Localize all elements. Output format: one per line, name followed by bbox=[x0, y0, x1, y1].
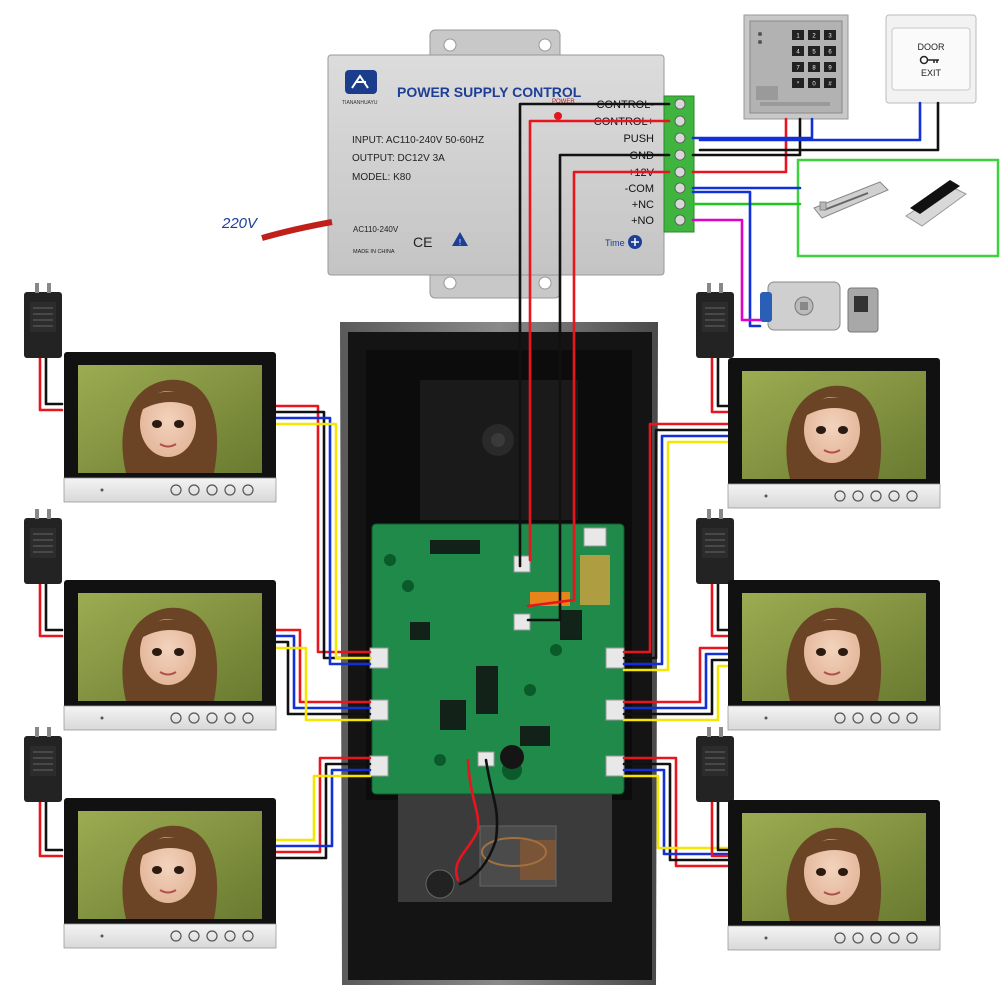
indoor-monitor bbox=[63, 797, 277, 949]
power-adapter-icon bbox=[695, 508, 735, 585]
time-label: Time bbox=[605, 238, 625, 248]
electric-rim-lock bbox=[760, 281, 879, 333]
power-adapter-icon bbox=[695, 726, 735, 803]
brand-logo bbox=[345, 70, 377, 94]
terminal-label: -COM bbox=[625, 183, 654, 195]
indoor-monitor bbox=[727, 357, 941, 509]
indoor-monitor bbox=[727, 799, 941, 951]
outdoor-station-panel bbox=[340, 322, 658, 985]
power-supply-title: POWER SUPPLY CONTROL bbox=[397, 84, 582, 100]
exit-button: DOOR EXIT bbox=[885, 14, 977, 104]
terminal-label: +NC bbox=[632, 199, 654, 211]
keypad-key: 4 bbox=[796, 50, 800, 56]
keypad-key: 1 bbox=[796, 34, 800, 40]
indoor-monitor bbox=[63, 351, 277, 503]
mains-cable bbox=[261, 219, 333, 241]
keypad-leds bbox=[758, 32, 762, 44]
magnetic-lock bbox=[905, 180, 967, 227]
warning-icon bbox=[452, 232, 468, 246]
power-led-label: POWER bbox=[552, 99, 575, 105]
lock-options-box bbox=[796, 158, 1000, 258]
access-keypad: 1 2 3 4 5 6 7 8 9 * 0 # bbox=[743, 14, 849, 120]
keypad-key: 7 bbox=[796, 66, 800, 72]
power-adapter-icon bbox=[23, 282, 63, 359]
keypad-key: * bbox=[797, 82, 800, 88]
exit-button-line1: DOOR bbox=[918, 42, 946, 52]
keypad-keys bbox=[792, 30, 836, 88]
pcb-connectors bbox=[369, 527, 625, 777]
keypad-key: 0 bbox=[812, 82, 816, 88]
output-spec: OUTPUT: DC12V 3A bbox=[352, 153, 445, 164]
ac-range-label: AC110-240V bbox=[353, 225, 399, 234]
brand-name: TIANANHUAYU bbox=[342, 100, 378, 106]
power-led bbox=[554, 112, 562, 120]
keypad-key: # bbox=[828, 82, 832, 88]
power-adapter-icon bbox=[695, 282, 735, 359]
ce-mark: CE bbox=[413, 234, 432, 250]
indoor-monitor bbox=[63, 579, 277, 731]
terminal-label: +NO bbox=[631, 215, 654, 227]
power-adapter-icon bbox=[23, 508, 63, 585]
indoor-monitor bbox=[727, 579, 941, 731]
svg-text:!: ! bbox=[459, 238, 461, 247]
input-spec: INPUT: AC110-240V 50-60HZ bbox=[352, 135, 484, 146]
keypad-key: 3 bbox=[828, 34, 832, 40]
terminal-label: PUSH bbox=[623, 133, 654, 145]
key-icon bbox=[919, 55, 939, 65]
mains-voltage-label: 220V bbox=[221, 215, 259, 232]
keypad-key: 8 bbox=[812, 66, 816, 72]
keypad-key: 2 bbox=[812, 34, 816, 40]
model-spec: MODEL: K80 bbox=[352, 172, 411, 183]
wiring bbox=[38, 101, 940, 886]
exit-button-line2: EXIT bbox=[921, 68, 942, 78]
terminal-block bbox=[663, 95, 695, 233]
power-supply-unit: TIANANHUAYU POWER SUPPLY CONTROL POWER I… bbox=[327, 29, 695, 299]
keypad-key: 6 bbox=[828, 50, 832, 56]
electric-strike-lock bbox=[813, 181, 889, 219]
keypad-key: 9 bbox=[828, 66, 832, 72]
power-adapter-icon bbox=[23, 726, 63, 803]
keypad-key: 5 bbox=[812, 50, 816, 56]
made-in-label: MADE IN CHINA bbox=[353, 249, 395, 255]
control-pcb bbox=[371, 523, 625, 795]
